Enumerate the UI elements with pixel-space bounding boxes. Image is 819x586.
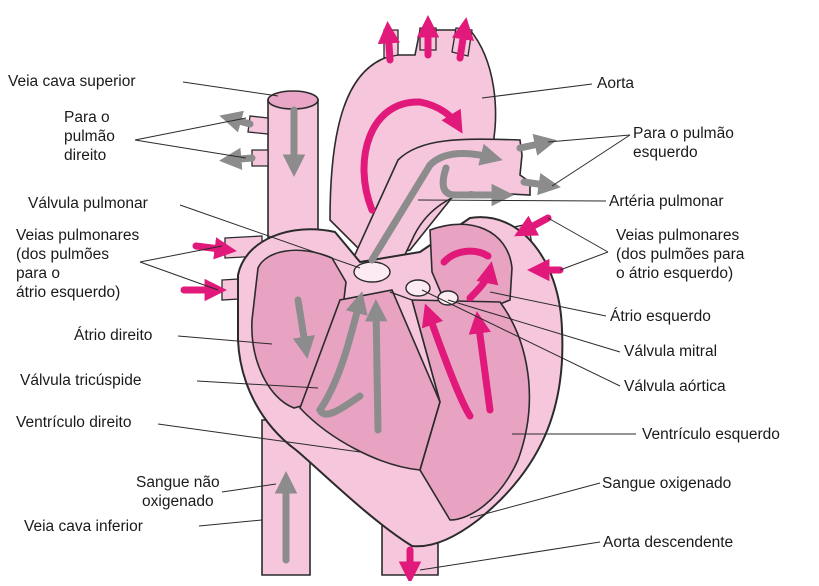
label-veia-cava-superior: Veia cava superior bbox=[8, 72, 136, 91]
label-atrio-direito: Átrio direito bbox=[74, 326, 152, 345]
gray-arrow-icon bbox=[520, 142, 548, 148]
label-veia-cava-inferior: Veia cava inferior bbox=[24, 517, 143, 536]
leader-para-pulmao-direito bbox=[135, 118, 246, 140]
label-veias-pulmonares-direito: Veias pulmonares (dos pulmões para o átr… bbox=[16, 226, 139, 302]
label-valvula-pulmonar: Válvula pulmonar bbox=[28, 194, 148, 213]
label-valvula-mitral: Válvula mitral bbox=[624, 342, 717, 361]
label-ventriculo-direito: Ventrículo direito bbox=[16, 413, 131, 432]
label-line: oxigenado bbox=[136, 492, 220, 511]
label-line: para o bbox=[16, 264, 139, 283]
label-sangue-oxigenado: Sangue oxigenado bbox=[602, 474, 731, 493]
leader-aorta-descendente bbox=[420, 542, 600, 570]
label-valvula-aortica: Válvula aórtica bbox=[624, 377, 726, 396]
leader-aorta bbox=[482, 84, 592, 98]
magenta-arrow-icon bbox=[460, 26, 465, 58]
leader-veias-pulmonares-esquerdo-2 bbox=[560, 252, 608, 270]
label-line: o átrio esquerdo) bbox=[616, 264, 744, 283]
label-line: Para o bbox=[64, 108, 115, 127]
magenta-arrow-icon bbox=[388, 30, 390, 60]
gray-arrow-icon bbox=[228, 158, 252, 160]
label-arteria-pulmonar: Artéria pulmonar bbox=[609, 192, 724, 211]
label-line: pulmão bbox=[64, 127, 115, 146]
leader-veias-pulmonares-esquerdo bbox=[548, 218, 608, 252]
label-line: Veias pulmonares bbox=[616, 226, 744, 245]
label-valvula-tricuspide: Válvula tricúspide bbox=[20, 371, 141, 390]
label-ventriculo-esquerdo: Ventrículo esquerdo bbox=[642, 425, 780, 444]
gray-arrow-icon bbox=[376, 308, 378, 430]
leader-para-pulmao-esquerdo bbox=[548, 135, 630, 142]
leader-veia-cava-inferior bbox=[199, 520, 262, 526]
label-aorta: Aorta bbox=[597, 74, 634, 93]
leader-veias-pulmonares-direito bbox=[140, 246, 222, 262]
label-line: (dos pulmões bbox=[16, 245, 139, 264]
label-para-o-pulmao-direito: Para o pulmão direito bbox=[64, 108, 115, 165]
leader-para-pulmao-esquerdo-2 bbox=[552, 135, 630, 186]
leader-veia-cava-superior bbox=[183, 82, 278, 96]
label-line: direito bbox=[64, 146, 115, 165]
label-line: esquerdo bbox=[633, 143, 734, 162]
label-line: (dos pulmões para bbox=[616, 245, 744, 264]
label-line: Veias pulmonares bbox=[16, 226, 139, 245]
label-line: Para o pulmão bbox=[633, 124, 734, 143]
gray-arrow-icon bbox=[524, 182, 552, 186]
leader-veias-pulmonares-direito-2 bbox=[140, 262, 218, 290]
leader-para-pulmao-direito-2 bbox=[135, 140, 246, 158]
label-atrio-esquerdo: Átrio esquerdo bbox=[610, 307, 711, 326]
label-aorta-descendente: Aorta descendente bbox=[603, 533, 733, 552]
label-sangue-nao-oxigenado: Sangue não oxigenado bbox=[136, 473, 220, 511]
label-veias-pulmonares-esquerdo: Veias pulmonares (dos pulmões para o átr… bbox=[616, 226, 744, 283]
label-line: Sangue não bbox=[136, 473, 220, 492]
label-para-o-pulmao-esquerdo: Para o pulmão esquerdo bbox=[633, 124, 734, 162]
label-line: átrio esquerdo) bbox=[16, 283, 139, 302]
